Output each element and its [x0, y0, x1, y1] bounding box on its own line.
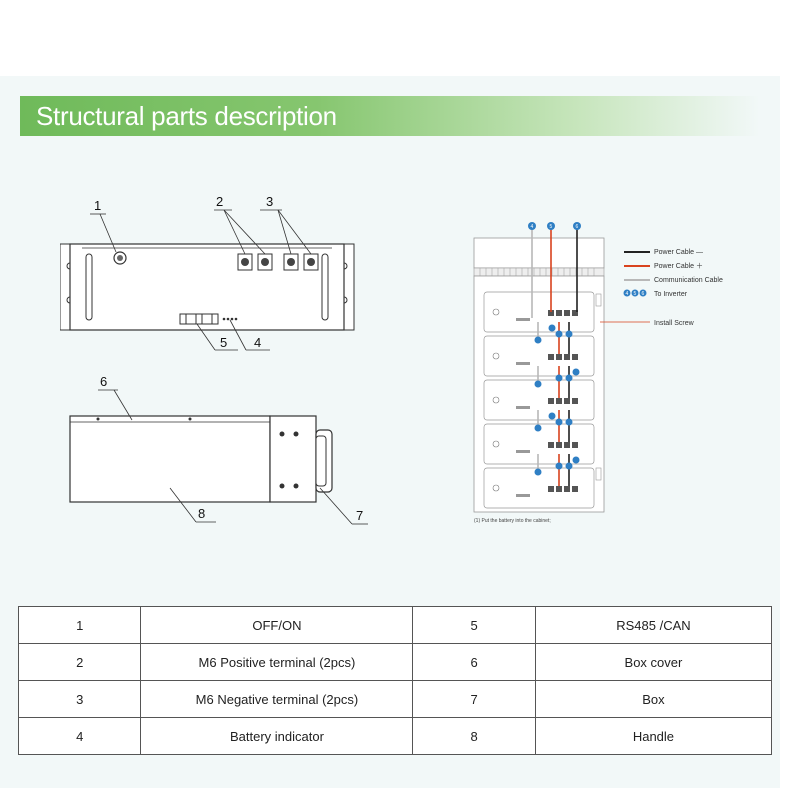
part-name: Box [534, 680, 773, 718]
part-name: Handle [534, 717, 773, 755]
battery-modules [483, 291, 595, 509]
callout-4: 4 [254, 335, 261, 350]
part-number: 7 [412, 680, 536, 718]
legend-power-negative: Power Cable — [654, 249, 703, 256]
cabinet-note: (1) Put the battery into the cabinet; [474, 518, 551, 524]
svg-text:4: 4 [531, 224, 534, 230]
svg-text:4: 4 [626, 291, 629, 297]
part-name: RS485 /CAN [534, 606, 773, 644]
callout-8: 8 [198, 506, 205, 521]
callout-5: 5 [220, 335, 227, 350]
svg-text:6: 6 [576, 224, 579, 230]
section-title: Structural parts description [36, 101, 337, 131]
callout-3: 3 [266, 194, 273, 209]
negative-terminals [283, 253, 319, 271]
part-name: Box cover [534, 643, 773, 681]
part-number: 4 [17, 717, 142, 755]
wiring-legend: Power Cable — Power Cable ＋ Communicatio… [600, 249, 723, 327]
part-number: 6 [412, 643, 536, 681]
svg-text:6: 6 [642, 291, 645, 297]
part-number: 5 [412, 606, 536, 644]
legend-to-inverter: To Inverter [654, 291, 688, 298]
inverter-badges-top: 4 5 6 [528, 222, 581, 230]
part-number: 3 [17, 680, 142, 718]
svg-text:5: 5 [550, 224, 553, 230]
svg-text:5: 5 [634, 291, 637, 297]
positive-terminals [237, 253, 273, 271]
legend-communication: Communication Cable [654, 277, 723, 284]
part-number: 1 [17, 606, 142, 644]
section-banner: Structural parts description [20, 96, 760, 136]
part-number: 2 [17, 643, 142, 681]
callout-2: 2 [216, 194, 223, 209]
right-edge [780, 0, 788, 788]
part-name: M6 Positive terminal (2pcs) [140, 643, 414, 681]
part-name: Battery indicator [140, 717, 414, 755]
cabinet-wiring-diagram: 4 5 6 Power Cable — Power Cable ＋ Commun… [473, 222, 723, 524]
side-view-diagram: 6 7 8 [69, 374, 368, 525]
part-number: 8 [412, 717, 536, 755]
front-view-diagram: 1 2 3 4 5 [60, 194, 355, 351]
part-name: OFF/ON [140, 606, 414, 644]
top-blank-area [0, 0, 780, 76]
legend-install-screw: Install Screw [654, 320, 695, 327]
callout-6: 6 [100, 374, 107, 389]
part-name: M6 Negative terminal (2pcs) [140, 680, 414, 718]
callout-1: 1 [94, 198, 101, 213]
callout-7: 7 [356, 508, 363, 523]
legend-power-positive: Power Cable ＋ [654, 262, 703, 270]
